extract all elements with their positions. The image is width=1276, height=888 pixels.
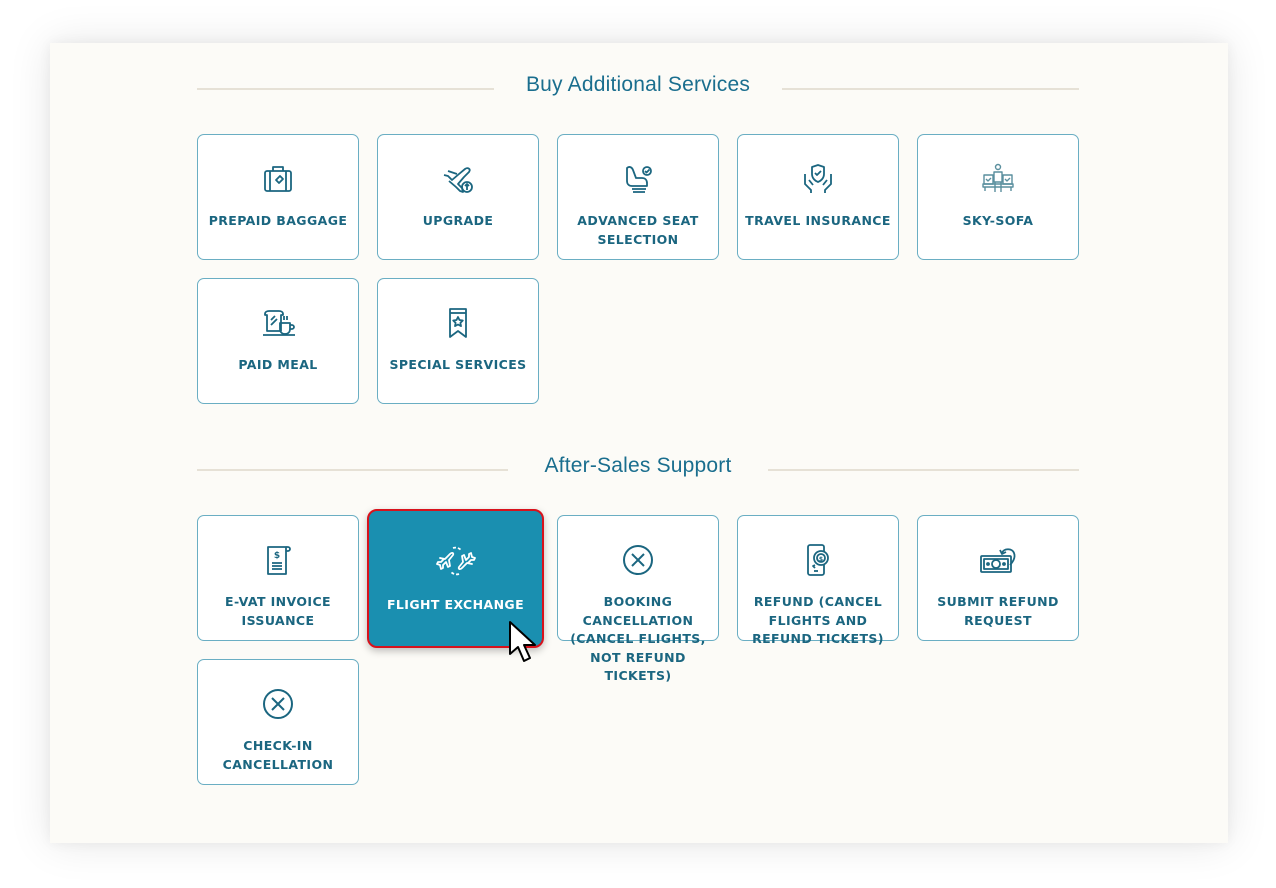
divider-line bbox=[768, 469, 1079, 471]
svg-text:$: $ bbox=[274, 551, 280, 561]
service-card-advanced-seat-selection[interactable]: ADVANCED SEAT SELECTION bbox=[557, 134, 719, 260]
service-card-label: ADVANCED SEAT SELECTION bbox=[577, 213, 699, 247]
service-card-upgrade[interactable]: UPGRADE bbox=[377, 134, 539, 260]
service-card-label: BOOKING CANCELLATION (CANCEL FLIGHTS, NO… bbox=[570, 594, 706, 683]
section-heading-after-sales-support: After-Sales Support bbox=[197, 452, 1079, 482]
flight-exchange-icon bbox=[369, 543, 542, 579]
support-card-refund[interactable]: $ REFUND (CANCEL FLIGHTS AND REFUND TICK… bbox=[737, 515, 899, 646]
seat-check-icon bbox=[558, 161, 718, 197]
service-card-label: FLIGHT EXCHANGE bbox=[386, 597, 525, 612]
service-card-label: SUBMIT REFUND REQUEST bbox=[937, 594, 1059, 628]
service-card-label: SPECIAL SERVICES bbox=[389, 357, 527, 372]
support-card-e-vat-invoice[interactable]: $ E-VAT INVOICE ISSUANCE bbox=[197, 515, 359, 641]
service-card-label: CHECK-IN CANCELLATION bbox=[222, 738, 334, 772]
baggage-icon bbox=[198, 161, 358, 197]
svg-text:$: $ bbox=[819, 556, 823, 563]
divider-line bbox=[197, 469, 508, 471]
support-card-submit-refund-request[interactable]: SUBMIT REFUND REQUEST bbox=[917, 515, 1079, 641]
service-card-label: UPGRADE bbox=[422, 213, 494, 228]
sky-sofa-icon bbox=[918, 161, 1078, 197]
section-heading-buy-additional-services: Buy Additional Services bbox=[197, 71, 1079, 101]
divider-line bbox=[782, 88, 1079, 90]
service-card-label: PREPAID BAGGAGE bbox=[208, 213, 348, 228]
ribbon-star-icon bbox=[378, 305, 538, 341]
service-card-label: SKY-SOFA bbox=[962, 213, 1034, 228]
section-title: Buy Additional Services bbox=[525, 73, 751, 96]
invoice-icon: $ bbox=[198, 542, 358, 578]
divider-line bbox=[197, 88, 494, 90]
support-card-check-in-cancellation[interactable]: CHECK-IN CANCELLATION bbox=[197, 659, 359, 785]
meal-icon bbox=[198, 305, 358, 341]
service-card-travel-insurance[interactable]: TRAVEL INSURANCE bbox=[737, 134, 899, 260]
section-title: After-Sales Support bbox=[544, 454, 732, 477]
support-card-booking-cancellation[interactable]: BOOKING CANCELLATION (CANCEL FLIGHTS, NO… bbox=[557, 515, 719, 683]
service-card-sky-sofa[interactable]: SKY-SOFA bbox=[917, 134, 1079, 260]
plane-upgrade-icon bbox=[378, 161, 538, 197]
phone-refund-icon: $ bbox=[738, 542, 898, 578]
service-card-special-services[interactable]: SPECIAL SERVICES bbox=[377, 278, 539, 404]
shield-hands-icon bbox=[738, 161, 898, 197]
service-card-label: REFUND (CANCEL FLIGHTS AND REFUND TICKET… bbox=[752, 594, 884, 646]
service-card-label: TRAVEL INSURANCE bbox=[745, 213, 891, 228]
cancel-circle-icon bbox=[558, 542, 718, 578]
service-card-paid-meal[interactable]: PAID MEAL bbox=[197, 278, 359, 404]
cancel-circle-icon bbox=[198, 686, 358, 722]
service-card-prepaid-baggage[interactable]: PREPAID BAGGAGE bbox=[197, 134, 359, 260]
support-card-flight-exchange[interactable]: FLIGHT EXCHANGE bbox=[367, 509, 544, 648]
service-card-label: E-VAT INVOICE ISSUANCE bbox=[225, 594, 331, 628]
service-card-label: PAID MEAL bbox=[238, 357, 318, 372]
money-return-icon bbox=[918, 542, 1078, 578]
